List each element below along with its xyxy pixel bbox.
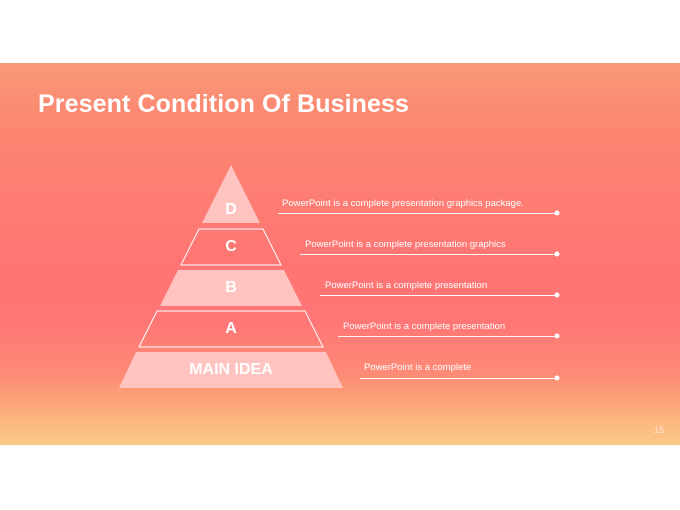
- callout-dot-c: [554, 251, 560, 257]
- pyramid-tier-label-d: D: [225, 201, 237, 218]
- page-number: 15: [653, 425, 664, 435]
- pyramid-tier-d-shape: [202, 165, 260, 223]
- pyramid-tier-a-shape: [138, 310, 324, 348]
- callout-line-c: [300, 254, 557, 255]
- pyramid-tier-label-b: B: [225, 279, 237, 296]
- callout-text-c: PowerPoint is a complete presentation gr…: [305, 239, 506, 250]
- pyramid-tier-c-shape: [180, 228, 282, 266]
- pyramid-shapes: [119, 165, 343, 388]
- callout-text-a: PowerPoint is a complete presentation: [343, 321, 506, 332]
- callout-line-d: [278, 213, 557, 214]
- callout-text-main: PowerPoint is a complete: [364, 362, 472, 373]
- callout-line-b: [320, 295, 557, 296]
- callout-text-b: PowerPoint is a complete presentation: [325, 280, 488, 291]
- callout-dot-b: [554, 292, 560, 298]
- slide-title: Present Condition Of Business: [38, 90, 410, 118]
- slide: Present Condition Of Business D C B A MA…: [0, 63, 680, 445]
- pyramid-tier-label-c: C: [225, 238, 237, 255]
- callout-dot-d: [554, 210, 560, 216]
- callout-dot-main: [554, 375, 560, 381]
- pyramid-diagram: D C B A MAIN IDEA: [0, 63, 680, 445]
- pyramid-tier-b-shape: [160, 270, 302, 306]
- callout-dot-a: [554, 333, 560, 339]
- callout-text-d: PowerPoint is a complete presentation gr…: [282, 198, 524, 209]
- pyramid-tier-main-shape: [119, 352, 343, 388]
- pyramid-tier-label-a: A: [225, 320, 237, 337]
- pyramid-tier-label-main: MAIN IDEA: [189, 361, 273, 378]
- callout-line-main: [360, 378, 557, 379]
- callout-line-a: [338, 336, 557, 337]
